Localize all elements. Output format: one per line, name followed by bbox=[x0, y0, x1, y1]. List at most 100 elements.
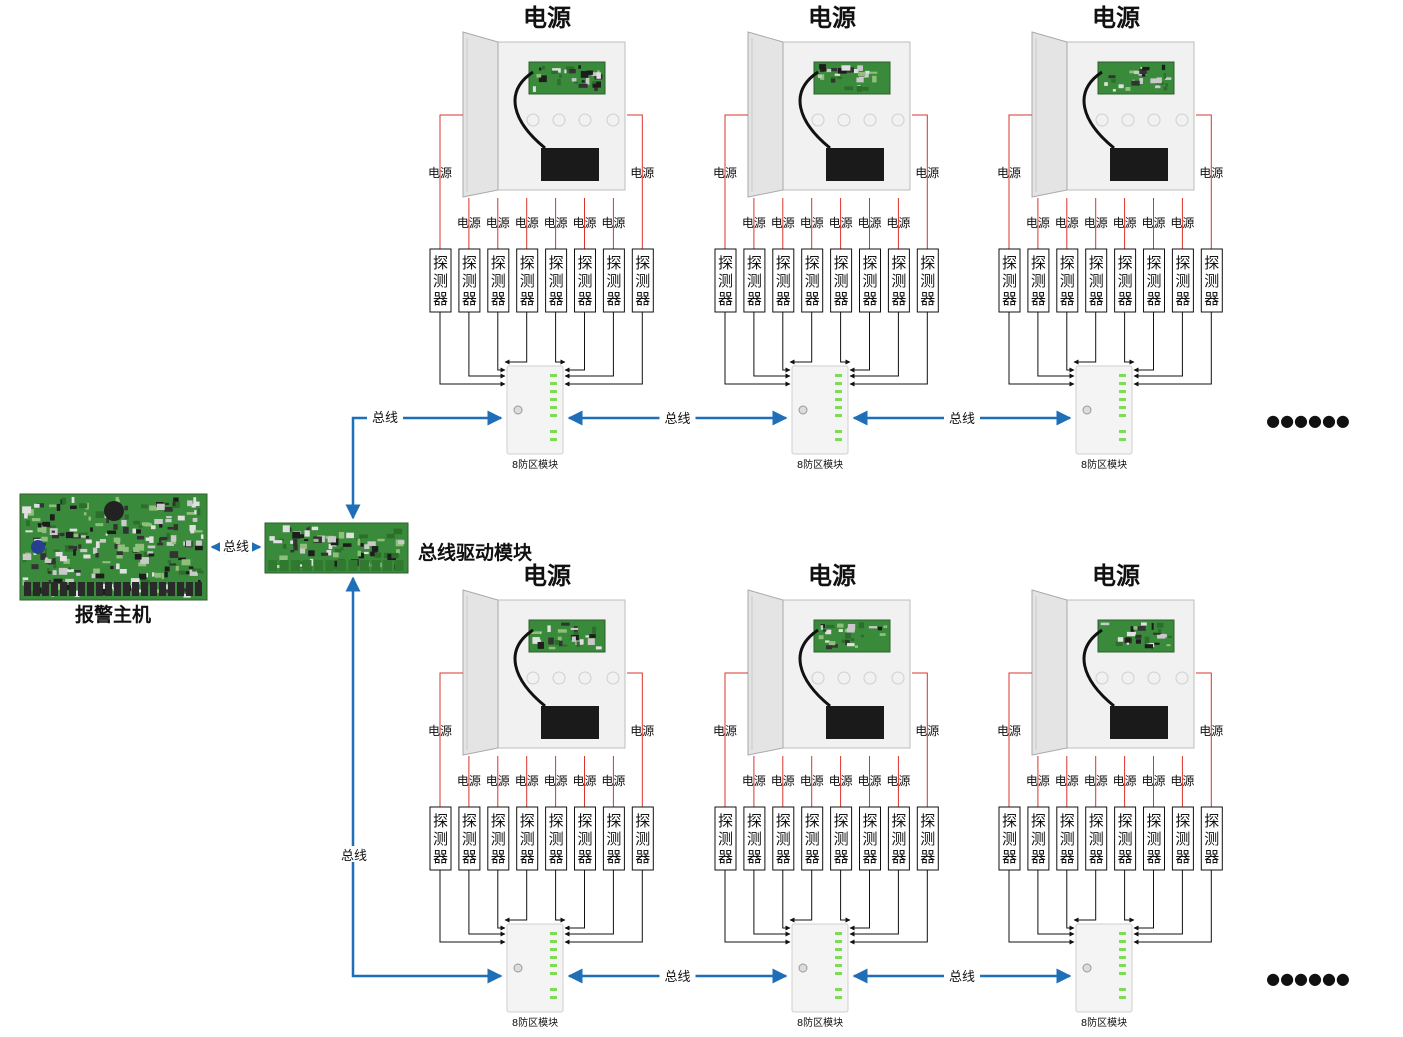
pcb-component bbox=[165, 519, 171, 522]
detector: 探测器 bbox=[603, 807, 624, 870]
power-label: 电源 bbox=[601, 774, 625, 788]
detector: 探测器 bbox=[546, 249, 567, 312]
detector: 探测器 bbox=[1115, 249, 1136, 312]
power-label: 电源 bbox=[1084, 774, 1108, 788]
pcb-component bbox=[53, 570, 57, 575]
pcb-component bbox=[1166, 83, 1168, 86]
pcb-component bbox=[1134, 71, 1139, 74]
power-label: 电源 bbox=[457, 774, 481, 788]
detector-label-char: 器 bbox=[1118, 290, 1133, 308]
pcb-component bbox=[835, 74, 840, 76]
pcb-component bbox=[1138, 626, 1146, 631]
pcb-component bbox=[193, 497, 196, 504]
power-label: 电源 bbox=[886, 216, 910, 230]
pcb-component bbox=[48, 571, 52, 573]
detector-label-char: 探 bbox=[549, 254, 564, 272]
signal-wire bbox=[565, 870, 613, 934]
driver-terminal bbox=[395, 560, 404, 571]
signal-wire bbox=[1067, 870, 1074, 928]
signal-wire bbox=[841, 312, 850, 362]
detector: 探测器 bbox=[488, 249, 509, 312]
power-label: 电源 bbox=[771, 774, 795, 788]
pcb-component bbox=[78, 544, 81, 548]
pcb-component bbox=[75, 570, 81, 573]
detector-label-char: 器 bbox=[920, 848, 935, 866]
pcb-component bbox=[194, 510, 196, 514]
detector-label-char: 测 bbox=[577, 272, 592, 290]
power-cabinet bbox=[1032, 590, 1194, 755]
terminal-block bbox=[177, 582, 184, 596]
tamper-screw bbox=[514, 964, 522, 972]
terminal-block bbox=[42, 582, 49, 596]
power-label: 电源 bbox=[630, 166, 654, 180]
pcb-component bbox=[133, 547, 139, 552]
detector: 探测器 bbox=[802, 807, 823, 870]
detector: 探测器 bbox=[1086, 807, 1107, 870]
pcb-component bbox=[41, 537, 47, 542]
status-led bbox=[835, 438, 842, 441]
detector: 探测器 bbox=[860, 807, 881, 870]
pcb-component bbox=[290, 550, 294, 552]
zone-led bbox=[1119, 964, 1126, 967]
terminal-block bbox=[123, 582, 130, 596]
terminal-block bbox=[132, 582, 139, 596]
power-label: 电源 bbox=[915, 724, 939, 738]
signal-wire bbox=[1125, 312, 1134, 362]
pcb-component bbox=[135, 554, 142, 560]
terminal-block bbox=[96, 582, 103, 596]
cabinet-door bbox=[748, 590, 783, 755]
power-label: 电源 bbox=[829, 216, 853, 230]
detector: 探测器 bbox=[1057, 249, 1078, 312]
pcb-component bbox=[878, 627, 882, 631]
pcb-component bbox=[358, 539, 361, 546]
status-led bbox=[550, 988, 557, 991]
detector-label-char: 测 bbox=[805, 830, 820, 848]
battery bbox=[541, 706, 599, 739]
pcb-component bbox=[1118, 637, 1123, 642]
detector-label-char: 测 bbox=[520, 830, 535, 848]
detector-label-char: 器 bbox=[1118, 848, 1133, 866]
detector-label-char: 探 bbox=[1089, 812, 1104, 830]
pcb-component bbox=[73, 549, 76, 555]
detector-label-char: 探 bbox=[920, 254, 935, 272]
pcb-component bbox=[45, 559, 52, 563]
pcb-component bbox=[861, 635, 864, 638]
detector-label-char: 探 bbox=[1002, 254, 1017, 272]
pcb-component bbox=[173, 502, 176, 506]
pcb-component bbox=[193, 518, 198, 522]
detector: 探测器 bbox=[1144, 249, 1165, 312]
pcb-component bbox=[23, 554, 32, 560]
detector-label-char: 探 bbox=[1146, 812, 1161, 830]
detector-label-char: 器 bbox=[891, 848, 906, 866]
pcb-component bbox=[819, 635, 824, 639]
power-label: 电源 bbox=[742, 216, 766, 230]
power-wire bbox=[627, 115, 642, 249]
signal-wire bbox=[565, 870, 585, 928]
pcb-component bbox=[49, 504, 56, 507]
power-label: 电源 bbox=[1141, 774, 1165, 788]
detector-label-char: 器 bbox=[776, 290, 791, 308]
pcb-component bbox=[396, 549, 400, 553]
detector-label-char: 探 bbox=[433, 812, 448, 830]
signal-wire bbox=[1134, 870, 1211, 942]
terminal-block bbox=[60, 582, 67, 596]
pcb-component bbox=[165, 566, 170, 571]
zone-led bbox=[550, 382, 557, 385]
pcb-component bbox=[93, 569, 100, 574]
pcb-component bbox=[76, 573, 80, 576]
pcb-component bbox=[189, 525, 195, 531]
pcb-component bbox=[548, 638, 554, 645]
terminal-block bbox=[24, 582, 31, 596]
pcb-component bbox=[855, 645, 858, 648]
pcb-component bbox=[132, 529, 136, 534]
detector-label-char: 测 bbox=[1002, 272, 1017, 290]
pcb-component bbox=[1168, 636, 1172, 638]
pcb-component bbox=[42, 522, 50, 527]
pcb-component bbox=[124, 506, 128, 511]
signal-wire bbox=[565, 312, 642, 384]
pcb-component bbox=[578, 65, 581, 69]
detector-label-char: 器 bbox=[491, 848, 506, 866]
power-label: 电源 bbox=[1170, 774, 1194, 788]
pcb-component bbox=[186, 540, 191, 546]
